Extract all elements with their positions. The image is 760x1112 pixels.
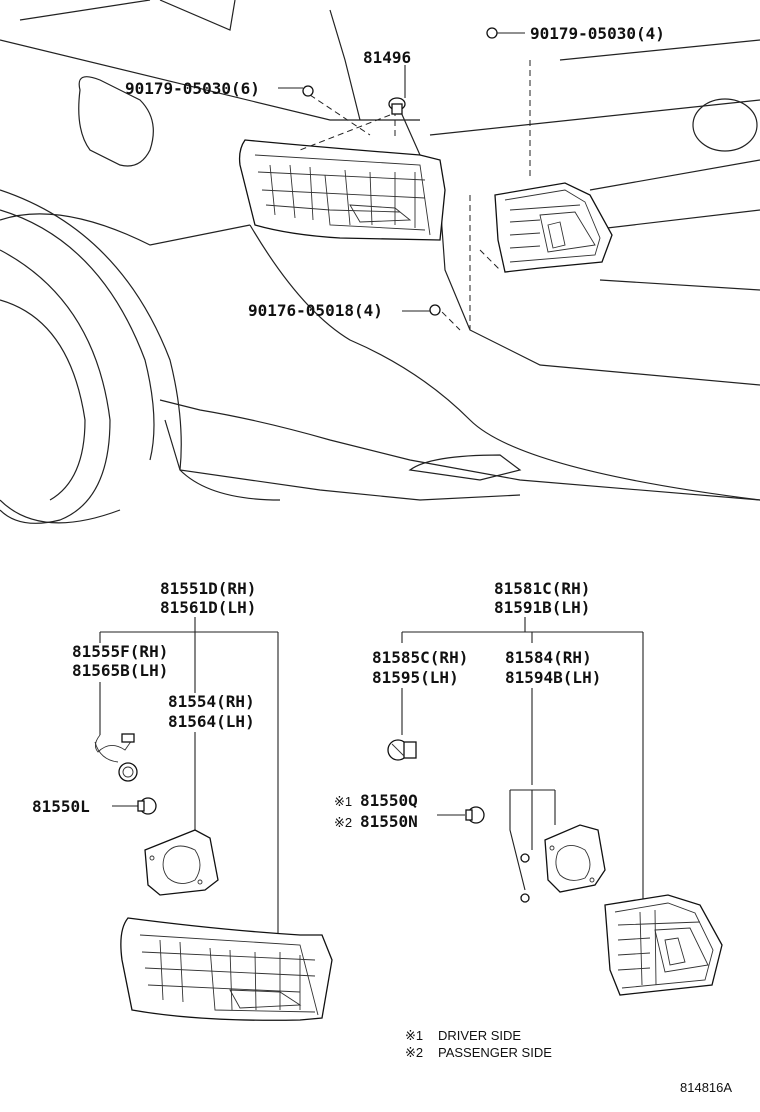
socket-harness-icon [94,733,138,782]
right-trunk-lamp-illustration [604,894,723,996]
left-tail-lamp-illustration [120,917,333,1021]
vehicle-rear-illustration [0,0,760,524]
right-gasket-rh-label: 81584(RH) [505,648,592,667]
bolt-upper-left-label: 90179-05030(6) [125,79,260,98]
socket-icon [387,739,417,761]
clip-icon [520,853,530,903]
right-socket-rh-label: 81585C(RH) [372,648,468,667]
right-lamp-lh-label: 81591B(LH) [494,598,590,617]
bulb-icon [137,797,157,815]
legend-note-1-mark: ※1 [405,1028,423,1043]
gasket-icon [544,824,606,893]
left-gasket-rh-label: 81554(RH) [168,692,255,711]
bulb-1-mark: ※1 [334,794,352,809]
right-gasket-lh-label: 81594B(LH) [505,668,601,687]
bulb-2-mark: ※2 [334,815,352,830]
right-socket-lh-label: 81595(LH) [372,668,459,687]
right-bulb-1-label: 81550Q [360,791,418,810]
diagram-reference-number: 814816A [680,1080,732,1095]
nut-lower-label: 90176-05018(4) [248,301,383,320]
left-lamp-lh-label: 81561D(LH) [160,598,256,617]
left-gasket-lh-label: 81564(LH) [168,712,255,731]
grommet-label: 81496 [363,48,411,67]
left-lamp-rh-label: 81551D(RH) [160,579,256,598]
bolt-upper-right-label: 90179-05030(4) [530,24,665,43]
legend-note-1-text: DRIVER SIDE [438,1028,521,1043]
gasket-icon [144,829,219,896]
left-socket-lh-label: 81565B(LH) [72,661,168,680]
right-bulb-2-label: 81550N [360,812,418,831]
right-lamp-rh-label: 81581C(RH) [494,579,590,598]
grommet-icon [388,97,406,115]
left-bulb-label: 81550L [32,797,90,816]
bolt-icon [302,27,498,316]
legend-note-2-text: PASSENGER SIDE [438,1045,552,1060]
right-assembly-leaders [401,617,644,900]
left-assembly-leaders [99,617,279,935]
left-socket-rh-label: 81555F(RH) [72,642,168,661]
bulb-icon [465,806,485,824]
legend-note-2-mark: ※2 [405,1045,423,1060]
